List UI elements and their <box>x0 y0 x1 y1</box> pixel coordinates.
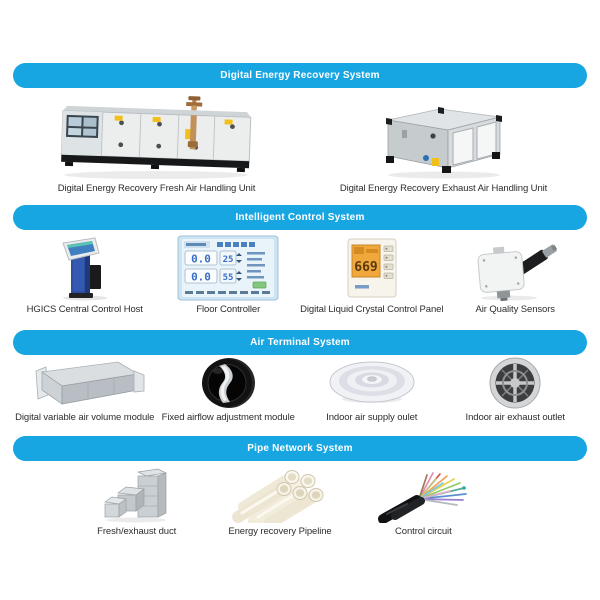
product-card-exhaust-vent: Indoor air exhaust outlet <box>444 357 588 423</box>
product-card-control-host: HGICS Central Control Host <box>13 235 157 315</box>
product-card-vav-module: Digital variable air volume module <box>13 359 157 423</box>
product-label: HGICS Central Control Host <box>26 304 143 315</box>
product-label: Digital Liquid Crystal Control Panel <box>300 304 444 315</box>
product-card-duct: Fresh/exhaust duct <box>65 467 208 537</box>
round-exhaust-vent-image <box>489 357 541 409</box>
product-label: Air Quality Sensors <box>475 304 556 315</box>
product-card-floor-controller: 0.0 25 0.0 55 <box>157 235 301 315</box>
section-banner-energy-recovery: Digital Energy Recovery System <box>13 63 587 88</box>
product-label: Digital Energy Recovery Exhaust Air Hand… <box>339 183 548 194</box>
product-card-lcd-panel: 669 Digital Liquid Crystal Control Panel <box>300 235 444 315</box>
multicore-control-cable-image <box>378 472 468 523</box>
product-label: Energy recovery Pipeline <box>228 526 332 537</box>
central-control-host-kiosk-image <box>62 237 107 301</box>
fixed-airflow-damper-image <box>202 358 256 408</box>
galvanized-duct-image <box>103 468 167 523</box>
product-card-control-circuit: Control circuit <box>352 467 495 537</box>
product-label: Digital Energy Recovery Fresh Air Handli… <box>57 183 256 194</box>
product-label: Floor Controller <box>196 304 261 315</box>
product-row-intelligent-control: HGICS Central Control Host 0.0 <box>13 235 587 315</box>
product-card-air-sensor: Air Quality Sensors <box>444 235 588 315</box>
product-card-supply-diffuser: Indoor air supply oulet <box>300 359 444 423</box>
product-card-airflow-damper: Fixed airflow adjustment module <box>157 358 301 423</box>
product-label: Indoor air supply oulet <box>326 412 418 423</box>
svg-text:0.0: 0.0 <box>191 253 211 266</box>
svg-text:669: 669 <box>354 260 377 275</box>
product-label: Control circuit <box>395 526 452 537</box>
product-row-pipe-network: Fresh/exhaust duct <box>65 467 495 537</box>
product-card-exhaust-ahu: Digital Energy Recovery Exhaust Air Hand… <box>300 94 587 194</box>
section-banner-pipe-network: Pipe Network System <box>13 436 587 461</box>
product-card-pipeline: Energy recovery Pipeline <box>208 467 351 537</box>
product-card-fresh-ahu: Digital Energy Recovery Fresh Air Handli… <box>13 94 300 194</box>
product-row-energy-recovery: Digital Energy Recovery Fresh Air Handli… <box>13 94 587 194</box>
section-banner-air-terminal: Air Terminal System <box>13 330 587 355</box>
svg-text:0.0: 0.0 <box>191 271 211 284</box>
ceiling-supply-diffuser-image <box>329 361 415 403</box>
pvc-pipe-bundle-image <box>231 470 324 523</box>
product-label: Digital variable air volume module <box>15 412 155 423</box>
product-row-air-terminal: Digital variable air volume module Fixed… <box>13 357 588 423</box>
catalog-page: Digital Energy Recovery System <box>13 63 588 537</box>
section-banner-intelligent-control: Intelligent Control System <box>13 205 587 230</box>
duct-air-quality-sensor-image <box>477 244 558 301</box>
product-label: Fresh/exhaust duct <box>97 526 177 537</box>
product-label: Fixed airflow adjustment module <box>161 412 295 423</box>
lcd-control-panel-image: 669 <box>347 238 397 298</box>
fresh-air-handling-unit-image <box>60 96 252 179</box>
variable-air-volume-module-image <box>35 361 145 405</box>
floor-controller-panel-image: 0.0 25 0.0 55 <box>177 235 279 301</box>
svg-text:25: 25 <box>223 255 234 265</box>
svg-text:55: 55 <box>223 273 234 283</box>
product-label: Indoor air exhaust outlet <box>465 412 566 423</box>
exhaust-air-handling-unit-image <box>385 107 502 179</box>
